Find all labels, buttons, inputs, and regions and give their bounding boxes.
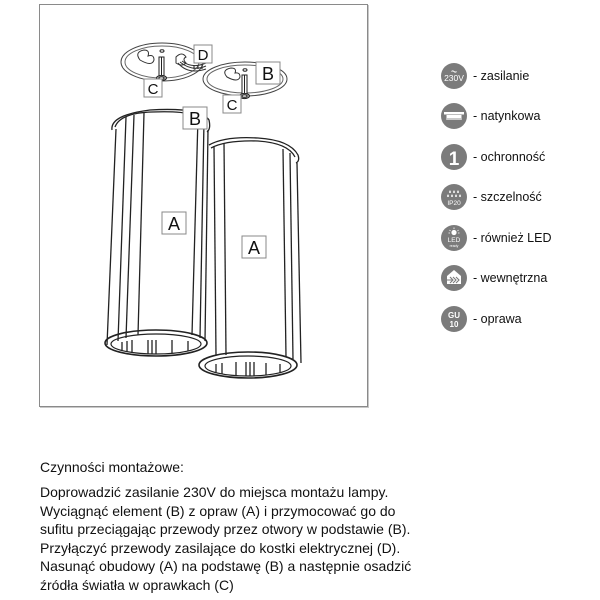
- legend-item-led-ready: LED ready - również LED: [441, 224, 552, 252]
- led-ready-icon: LED ready: [441, 225, 467, 251]
- lamp-shade-right: [198, 137, 302, 379]
- instructions-title: Czynności montażowe:: [40, 459, 184, 475]
- legend-label: - wewnętrzna: [473, 271, 548, 285]
- gu10-socket-icon: GU 10: [441, 306, 467, 332]
- assembly-instructions: Czynności montażowe: Doprowadzić zasilan…: [40, 458, 560, 595]
- legend-item-power: 230V - zasilanie: [441, 62, 529, 90]
- svg-text:ready: ready: [450, 244, 459, 248]
- legend-item-gu10-socket: GU 10 - oprawa: [441, 305, 522, 333]
- legend-item-surface-mounted: - natynkowa: [441, 102, 540, 130]
- instruction-line: Doprowadzić zasilanie 230V do miejsca mo…: [40, 484, 389, 500]
- callout-shade-left-A: A: [161, 211, 187, 235]
- svg-text:GU: GU: [448, 311, 460, 320]
- indoor-icon: [441, 265, 467, 291]
- instruction-line: sufitu przeciągając przewody przez otwor…: [40, 521, 411, 538]
- instruction-line: Nasunąć obudowy (A) na podstawę (B) a na…: [40, 558, 412, 575]
- callout-shade-right-A: A: [241, 235, 267, 259]
- instruction-line: źródła światła w oprawkach (C): [40, 576, 234, 593]
- ceiling-plate-right: [202, 61, 288, 100]
- lamp-shade-left: [104, 108, 211, 357]
- svg-text:A: A: [168, 214, 180, 234]
- ceiling-plate-left: [120, 42, 207, 82]
- lamp-exploded-view-drawing: D C B C B A A: [104, 42, 302, 379]
- ip20-icon: IP20: [441, 184, 467, 210]
- instruction-line: Przyłączyć przewody zasilające do kostki…: [40, 539, 401, 556]
- svg-text:C: C: [148, 81, 159, 98]
- svg-text:230V: 230V: [444, 73, 464, 83]
- svg-text:10: 10: [450, 320, 459, 329]
- svg-text:B: B: [189, 109, 201, 129]
- assembly-diagram: D C B C B A A: [39, 4, 368, 407]
- svg-text:A: A: [248, 238, 260, 258]
- svg-text:1: 1: [449, 149, 460, 170]
- callout-shade-B: B: [182, 106, 208, 130]
- protection-class-1-icon: 1: [441, 144, 467, 170]
- legend-item-protection-class: 1 - ochronność: [441, 143, 545, 171]
- svg-text:B: B: [262, 64, 274, 84]
- legend-label: - oprawa: [473, 312, 522, 326]
- legend-label: - szczelność: [473, 190, 542, 204]
- surface-mounted-icon: [441, 103, 467, 129]
- callout-plate-left-C: C: [143, 78, 163, 98]
- callout-plate-right-C: C: [222, 94, 242, 114]
- legend-label: - natynkowa: [473, 109, 541, 123]
- legend-item-ip-rating: IP20 - szczelność: [441, 183, 542, 211]
- 230v-power-icon: 230V: [441, 63, 467, 89]
- svg-text:IP20: IP20: [447, 200, 461, 207]
- instruction-line: Wyciągnąć element (B) z opraw (A) i przy…: [40, 502, 396, 519]
- callout-plate-D: D: [193, 44, 213, 64]
- legend-label: - zasilanie: [473, 69, 530, 83]
- legend-label: - ochronność: [473, 150, 546, 164]
- svg-text:C: C: [227, 97, 238, 114]
- svg-text:LED: LED: [448, 237, 461, 244]
- callout-plate-right-B: B: [255, 61, 281, 85]
- legend-label: - również LED: [473, 231, 552, 245]
- svg-text:D: D: [198, 47, 209, 64]
- legend-item-indoor: - wewnętrzna: [441, 264, 547, 292]
